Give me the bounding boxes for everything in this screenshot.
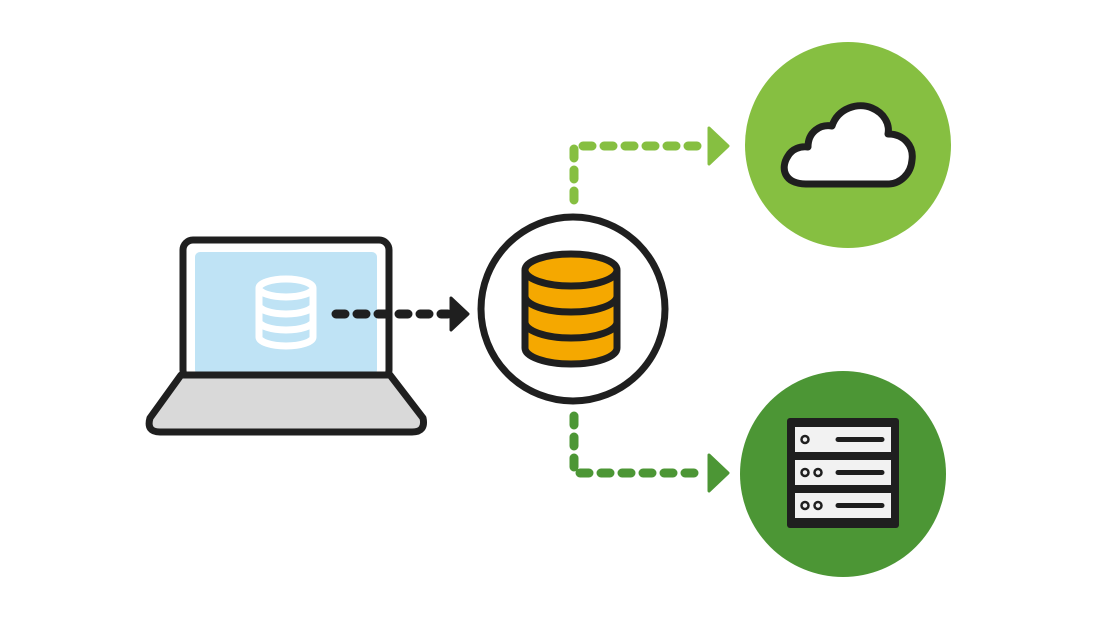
cloud-node xyxy=(745,42,951,248)
arrowhead xyxy=(707,453,730,493)
arrow-database-to-server xyxy=(569,411,730,493)
arrow-database-to-cloud xyxy=(569,126,730,205)
laptop-base xyxy=(145,371,427,436)
screen-database-icon xyxy=(255,275,317,350)
database-icon xyxy=(521,250,621,368)
server-rack-icon xyxy=(787,418,899,528)
arrow-laptop-to-database xyxy=(331,296,470,332)
arrowhead xyxy=(449,296,470,332)
arrowhead xyxy=(707,126,730,166)
cloud-icon xyxy=(780,102,916,188)
server-node xyxy=(740,371,946,577)
laptop-icon xyxy=(145,236,427,436)
central-database-node xyxy=(477,213,669,405)
